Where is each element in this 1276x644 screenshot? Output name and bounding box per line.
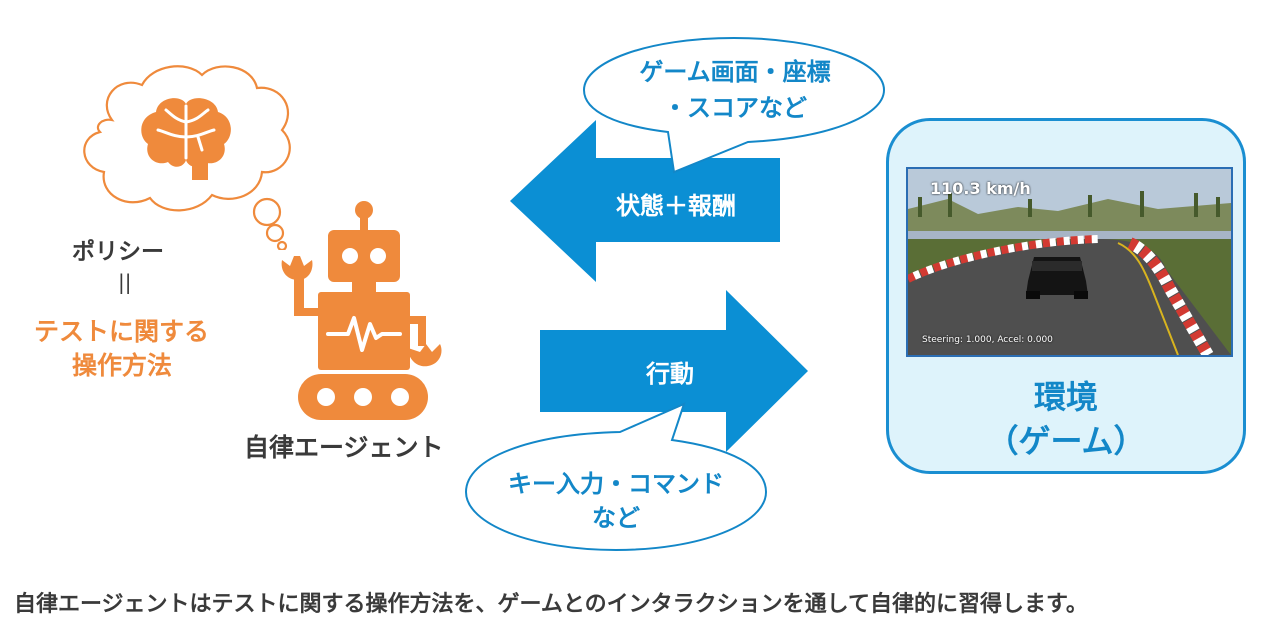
policy-label: ポリシー bbox=[72, 239, 164, 265]
state-bubble-line2: ・スコアなど bbox=[663, 94, 807, 122]
environment-label-line1: 環境 bbox=[1033, 378, 1098, 416]
action-label: 行動 bbox=[646, 360, 694, 388]
game-screenshot: 110.3 km/h Steering: 1.000, Accel: 0.000 bbox=[906, 167, 1233, 357]
state-arrow bbox=[510, 120, 780, 282]
environment-label-line2: （ゲーム） bbox=[986, 422, 1146, 460]
robot-icon bbox=[281, 201, 442, 420]
action-arrow bbox=[540, 290, 808, 452]
steering-status: Steering: 1.000, Accel: 0.000 bbox=[922, 335, 1053, 345]
speed-readout: 110.3 km/h bbox=[930, 179, 1031, 198]
state-reward-label: 状態＋報酬 bbox=[616, 192, 736, 220]
state-speech-bubble bbox=[582, 36, 886, 174]
agent-name: 自律エージェント bbox=[244, 433, 444, 462]
action-bubble-line1: キー入力・コマンド bbox=[508, 470, 724, 498]
action-bubble-line2: など bbox=[592, 504, 640, 532]
equals-sign: || bbox=[118, 270, 132, 294]
state-bubble-line1: ゲーム画面・座標 bbox=[639, 58, 831, 86]
policy-description-line1: テストに関する bbox=[34, 317, 210, 346]
caption: 自律エージェントはテストに関する操作方法を、ゲームとのインタラクションを通して自… bbox=[14, 592, 1088, 617]
brain-icon bbox=[141, 98, 231, 180]
policy-description-line2: 操作方法 bbox=[72, 351, 173, 380]
action-speech-bubble bbox=[464, 402, 768, 552]
